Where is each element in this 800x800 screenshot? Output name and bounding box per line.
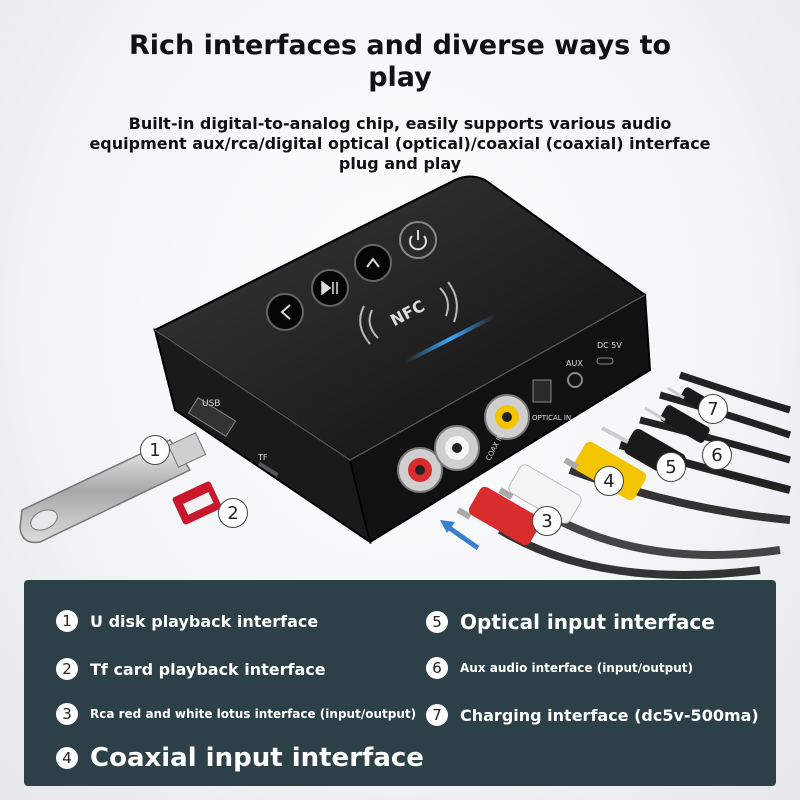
feature-number-1: 1: [56, 610, 78, 632]
dc-label: DC 5V: [597, 341, 622, 350]
usb-port: USB: [187, 397, 237, 437]
feature-label-1: U disk playback interface: [90, 611, 319, 631]
feature-item-1: 1 U disk playback interface: [56, 610, 318, 632]
feature-label-5: Optical input interface: [460, 610, 715, 634]
feature-number-3: 3: [56, 703, 78, 725]
callout-3: 3: [532, 506, 562, 536]
feature-item-2: 2 Tf card playback interface: [56, 658, 326, 680]
feature-number-6: 6: [426, 657, 448, 679]
aux-port: AUX: [566, 359, 583, 388]
next-button-icon: [354, 244, 392, 282]
feature-label-7: Charging interface (dc5v-500ma): [460, 705, 759, 725]
status-led: [403, 314, 497, 364]
feature-number-5: 5: [426, 611, 448, 633]
play-pause-button-icon: [311, 269, 349, 307]
feature-number-7: 7: [426, 704, 448, 726]
headline: Rich interfaces and diverse ways to play: [128, 30, 672, 93]
feature-item-7: 7 Charging interface (dc5v-500ma): [426, 704, 759, 726]
product-illustration: NFC USB TF COAX IN: [19, 175, 792, 579]
feature-item-6: 6 Aux audio interface (input/output): [426, 657, 693, 679]
rca-white-jack: [434, 425, 480, 471]
feature-panel: 1 U disk playback interface 2 Tf card pl…: [24, 580, 776, 786]
rca-red-jack: [397, 447, 443, 493]
callout-1: 1: [140, 435, 170, 465]
feature-item-5: 5 Optical input interface: [426, 610, 715, 634]
feature-item-3: 3 Rca red and white lotus interface (inp…: [56, 703, 416, 725]
feature-label-6: Aux audio interface (input/output): [460, 661, 693, 675]
usb-flash-drive: [19, 432, 207, 544]
callout-5: 5: [656, 452, 686, 482]
feature-item-4: 4 Coaxial input interface: [56, 743, 424, 773]
usb-label: USB: [202, 399, 220, 409]
feature-label-2: Tf card playback interface: [90, 659, 326, 679]
feature-number-4: 4: [56, 747, 78, 769]
tf-card: [172, 481, 222, 525]
insert-arrow-icon: [440, 520, 480, 551]
callout-4: 4: [594, 466, 624, 496]
optical-port: OPTICAL IN: [532, 379, 571, 422]
feature-number-2: 2: [56, 658, 78, 680]
dc-port: DC 5V: [596, 341, 622, 365]
callout-2: 2: [218, 498, 248, 528]
callout-7: 7: [698, 394, 728, 424]
optical-label: OPTICAL IN: [532, 414, 571, 422]
tf-label: TF: [257, 453, 268, 462]
bluetooth-receiver-device: NFC USB TF COAX IN: [153, 175, 652, 545]
prev-button-icon: [266, 293, 304, 331]
feature-label-3: Rca red and white lotus interface (input…: [90, 707, 417, 721]
subheadline: Built-in digital-to-analog chip, easily …: [89, 114, 711, 173]
callout-6: 6: [702, 440, 732, 470]
power-button-icon: [399, 221, 437, 259]
aux-label: AUX: [566, 359, 583, 368]
tf-slot: TF: [257, 453, 279, 477]
feature-label-4: Coaxial input interface: [90, 743, 424, 773]
